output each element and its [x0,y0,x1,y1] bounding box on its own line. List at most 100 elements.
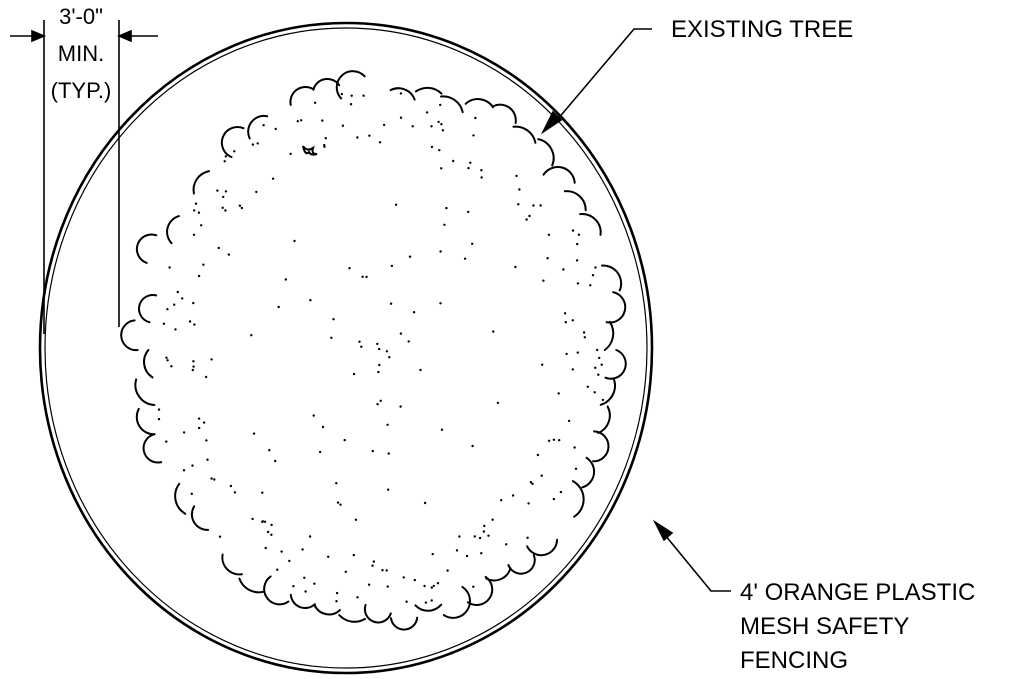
canopy-scallop [600,264,623,292]
stipple-dot [399,92,403,95]
stipple-dot [518,188,521,191]
stipple-dot [200,224,203,227]
stipple-dot [197,211,201,214]
stipple-dot [321,119,324,122]
stipple-dot [594,366,597,369]
stipple-dot [562,268,565,271]
stipple-dot [378,347,381,351]
canopy-scallop [605,291,627,324]
tree-canopy [120,70,627,631]
stipple-dot [500,499,503,502]
stipple-dot [197,417,201,420]
stipple-dot [341,124,345,127]
stipple-dot [443,223,446,226]
stipple-dot [439,302,442,305]
stipple-dot [440,167,443,170]
stipple-dot [324,137,327,140]
stipple-dot [266,530,270,534]
stipple-dot [423,584,426,588]
stipple-dot [312,414,315,417]
stipple-dot [181,297,184,300]
stipple-dot [197,274,201,278]
stipple-dot [274,127,277,131]
stipple-dot [190,492,193,495]
stipple-dot [438,149,441,152]
stipple-dot [198,426,201,430]
canopy-scallop [238,577,265,594]
fence-label-line3: FENCING [740,647,848,674]
stipple-dot [577,233,581,236]
stipple-dot [515,174,518,178]
stipple-dot [446,569,449,572]
stipple-dot [594,266,597,269]
stipple-dot [558,439,561,442]
stipple-dot [505,543,508,546]
stipple-dot [358,340,361,343]
stipple-dot [379,399,382,402]
canopy-scallop [599,377,616,406]
stipple-dot [474,116,477,120]
dimension-text-line1: 3'-0" [59,4,103,29]
stipple-dot [376,403,379,406]
stipple-dot [526,536,529,539]
dimension-arrows [10,29,158,43]
canopy-scallop [512,125,537,144]
canopy-scallop [507,554,536,575]
stipple-dot [574,467,578,470]
stipple-dot [223,160,226,163]
stipple-dot [441,129,445,132]
stipple-dot [352,372,356,376]
stipple-dot [270,523,273,527]
canopy-scallop [166,215,180,245]
stipple-dot [262,124,265,127]
stipple-dot [368,134,371,137]
stipple-dot [224,155,227,158]
stipple-dot [261,520,264,523]
stipple-dot [601,398,605,402]
stipple-dot [252,432,256,435]
canopy-scallop [597,405,611,434]
canopy-scallop [190,505,210,531]
stipple-dot [386,585,389,588]
stipple-dot [408,255,412,258]
stipple-dot [536,453,540,457]
stipple-dot [571,319,574,322]
stipple-dot [361,275,364,278]
stipple-dot [362,94,365,97]
canopy-scallop [135,233,158,264]
fence-label-line1: 4' ORANGE PLASTIC [740,579,975,606]
stipple-dot [528,214,531,218]
stipple-dot [511,494,515,497]
stipple-dot [412,311,416,314]
stipple-dot [413,578,416,582]
stipple-dot [367,583,371,586]
stipple-dot [472,134,475,137]
stipple-dot [376,342,379,346]
stipple-dot [473,535,476,538]
stipple-dot [356,136,359,139]
stipple-dot [204,375,208,379]
canopy-scallop [143,349,154,379]
stipple-dot [377,370,380,374]
stipple-dot [192,301,195,305]
stipple-dot [354,518,358,521]
canopy-scallop [466,575,494,606]
stipple-dot [238,204,242,207]
stipple-dot [525,218,528,221]
stipple-dot [222,195,225,199]
stipple-dot [274,459,277,463]
stipple-dot [233,491,237,494]
canopy-scallop [414,86,443,95]
stipple-dot [399,405,402,408]
tree-leader [540,28,652,135]
canopy-scallop [221,553,243,576]
stipple-dot [430,599,433,602]
stipple-dot [402,576,405,579]
stipple-dot [547,233,551,236]
stipple-dot [288,559,291,563]
stipple-dot [360,345,363,348]
stipple-dot [192,233,196,236]
stipple-dot [430,125,433,128]
stipple-dot [478,536,482,540]
stipple-dot [277,305,280,309]
